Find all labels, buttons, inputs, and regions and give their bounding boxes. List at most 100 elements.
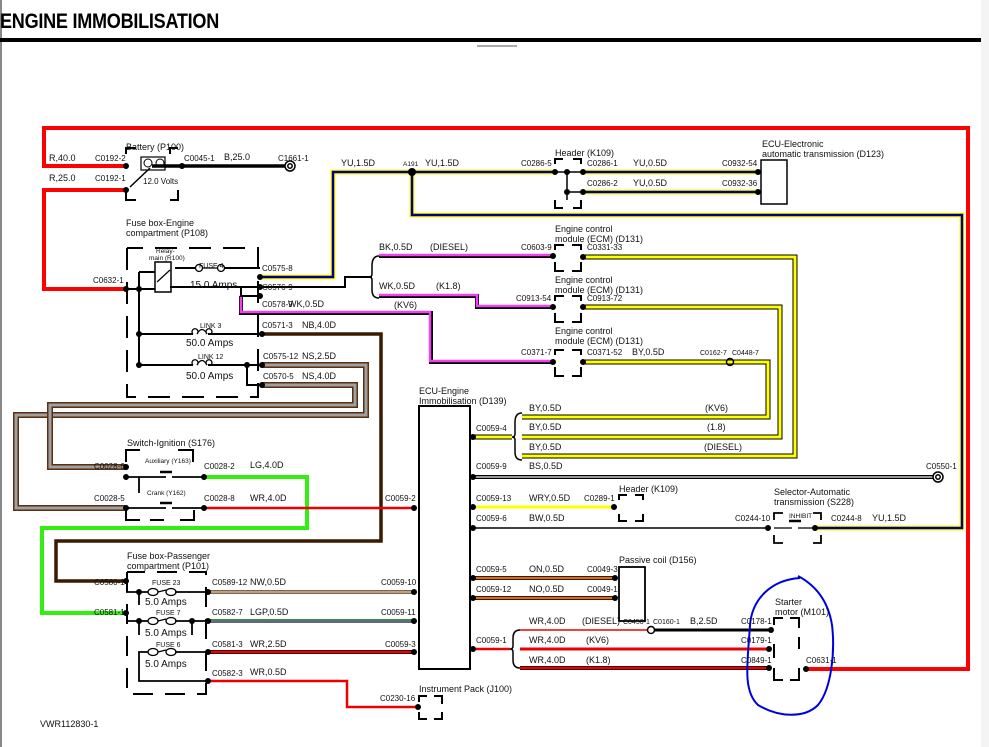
wire-ecm-feed <box>260 276 372 288</box>
conn-c0286-5: C0286-5 <box>521 159 552 168</box>
label-fuse6-rating: 5.0 Amps <box>145 659 187 670</box>
conn-c0028-6: C0028-6 <box>94 462 125 471</box>
starter-motor-box <box>773 617 800 681</box>
connector-dots <box>123 163 818 710</box>
wire-label-by05-ecm: BY,0.5D <box>632 347 665 357</box>
conn-c0028-8: C0028-8 <box>204 494 235 503</box>
brace-ecm <box>368 255 380 299</box>
wire-label-by05-2: BY,0.5D <box>529 422 562 432</box>
wire-label-lgp05: LGP,0.5D <box>250 607 289 617</box>
wire-yu15 <box>260 169 965 531</box>
passive-coil-box <box>618 566 646 622</box>
conn-c0059-9: C0059-9 <box>476 462 507 471</box>
conn-c0603-9: C0603-9 <box>521 243 552 252</box>
ground-c0550 <box>932 471 944 483</box>
title-rule <box>0 38 981 42</box>
label-header-k109-top: Header (K109) <box>555 148 614 158</box>
fusebox-engine-internals <box>127 267 262 386</box>
label-fuse6: FUSE 6 <box>156 642 181 649</box>
fusebox-pass <box>126 571 207 695</box>
label-ecm2-1: Engine control <box>555 275 613 285</box>
brace-immob <box>511 412 523 461</box>
wire-lg40 <box>40 475 309 615</box>
label-fuse23: FUSE 23 <box>152 580 181 587</box>
label-fuse4-rating: 15.0 Amps <box>190 280 237 291</box>
wire-label-bs05: BS,0.5D <box>529 461 563 471</box>
wire-label-ns40: NS,4.0D <box>302 371 337 381</box>
conn-c0331-33: C0331-33 <box>587 243 623 252</box>
conn-c0192-1: C0192-1 <box>95 174 126 183</box>
conn-c0059-10: C0059-10 <box>381 578 417 587</box>
wire-lgp05 <box>208 619 414 623</box>
label-link12-rating: 50.0 Amps <box>186 371 233 382</box>
label-inhibit: INHIBIT <box>789 513 812 520</box>
label-ecu-immob-1: ECU-Engine <box>419 386 469 396</box>
wire-label-wr40-1: WR,4.0D <box>529 655 566 665</box>
label-fuse7-rating: 5.0 Amps <box>145 628 187 639</box>
variant-diesel-a: (DIESEL) <box>430 242 468 252</box>
wire-label-b25d: B,2.5D <box>690 616 718 626</box>
wire-label-by05-3: BY,0.5D <box>529 442 562 452</box>
wire-label-wr25: WR,2.5D <box>250 639 287 649</box>
variant-kv6-c: (KV6) <box>586 635 609 645</box>
label-battery: Battery (P100) <box>126 142 184 152</box>
conn-c0581-3: C0581-3 <box>212 640 243 649</box>
label-crank: Crank (Y162) <box>147 490 186 497</box>
relay-main <box>154 261 172 293</box>
instrument-pack-box <box>418 695 443 720</box>
ground-symbols <box>284 160 944 635</box>
wire-label-no05: NO,0.5D <box>529 584 565 594</box>
variant-kv6-a: (KV6) <box>394 300 417 310</box>
conn-c0045-1: C0045-1 <box>184 154 215 163</box>
conn-c0578-9: C0578-9 <box>262 300 293 309</box>
link3-symbol <box>191 328 213 335</box>
ecm-box-3 <box>554 349 582 377</box>
ecu-immob-box <box>418 405 471 670</box>
wire-label-lg40: LG,4.0D <box>250 460 284 470</box>
scrollbar-track[interactable] <box>981 0 989 747</box>
annotation-circle[interactable] <box>746 575 835 716</box>
header-k109-top <box>554 158 582 209</box>
conn-c0244-8: C0244-8 <box>831 514 862 523</box>
label-selector-2: transmission (S228) <box>774 497 854 507</box>
conn-c0059-12: C0059-12 <box>476 585 512 594</box>
conn-c0589-12: C0589-12 <box>212 578 248 587</box>
conn-c0059-3: C0059-3 <box>385 640 416 649</box>
wire-nb40 <box>54 332 383 583</box>
label-ecm1-1: Engine control <box>555 224 613 234</box>
conn-c0289-1: C0289-1 <box>584 494 615 503</box>
label-header-k109-mid: Header (K109) <box>619 484 678 494</box>
conn-c0059-11: C0059-11 <box>381 608 416 617</box>
label-fusebox-pass-1: Fuse box-Passenger <box>127 551 210 561</box>
page-title: ENGINE IMMOBILISATION <box>0 10 220 33</box>
conn-c0582-7: C0582-7 <box>212 608 243 617</box>
label-relay-1: Relay- <box>156 248 175 255</box>
conn-c0371-7: C0371-7 <box>521 348 552 357</box>
ecu-trans-box <box>760 159 788 205</box>
conn-c0059-6: C0059-6 <box>476 514 507 523</box>
conn-c0178-1: C0178-1 <box>741 617 772 626</box>
variant-k18-a: (K1.8) <box>436 281 461 291</box>
conn-c0575-12: C0575-12 <box>263 352 299 361</box>
variant-18-b: (1.8) <box>707 422 726 432</box>
wire-r40 <box>42 126 970 671</box>
label-aux: Auxiliary (Y163) <box>145 458 191 465</box>
label-link12: LINK 12 <box>198 354 223 361</box>
wire-label-yu05-a: YU,0.5D <box>633 158 668 168</box>
wire-label-wr40-d: WR,4.0D <box>529 616 566 626</box>
wire-label-yu15-b: YU,1.5D <box>425 158 460 168</box>
conn-c0059-13: C0059-13 <box>476 494 512 503</box>
conn-c0371-52: C0371-52 <box>587 348 623 357</box>
wire-label-r40: R,40.0 <box>49 153 76 163</box>
wire-yu05 <box>583 169 758 195</box>
variant-k18-c: (K1.8) <box>586 655 611 665</box>
label-fusebox-engine-2: compartment (P108) <box>126 228 208 238</box>
variant-kv6-b: (KV6) <box>705 403 728 413</box>
wire-wr05 <box>208 679 418 709</box>
conn-c0244-10: C0244-10 <box>735 514 771 523</box>
ground-c1661 <box>284 160 296 172</box>
wire-label-nb40: NB,4.0D <box>302 320 337 330</box>
label-passive-coil: Passive coil (D156) <box>619 555 697 565</box>
switch-ignition <box>125 449 204 521</box>
